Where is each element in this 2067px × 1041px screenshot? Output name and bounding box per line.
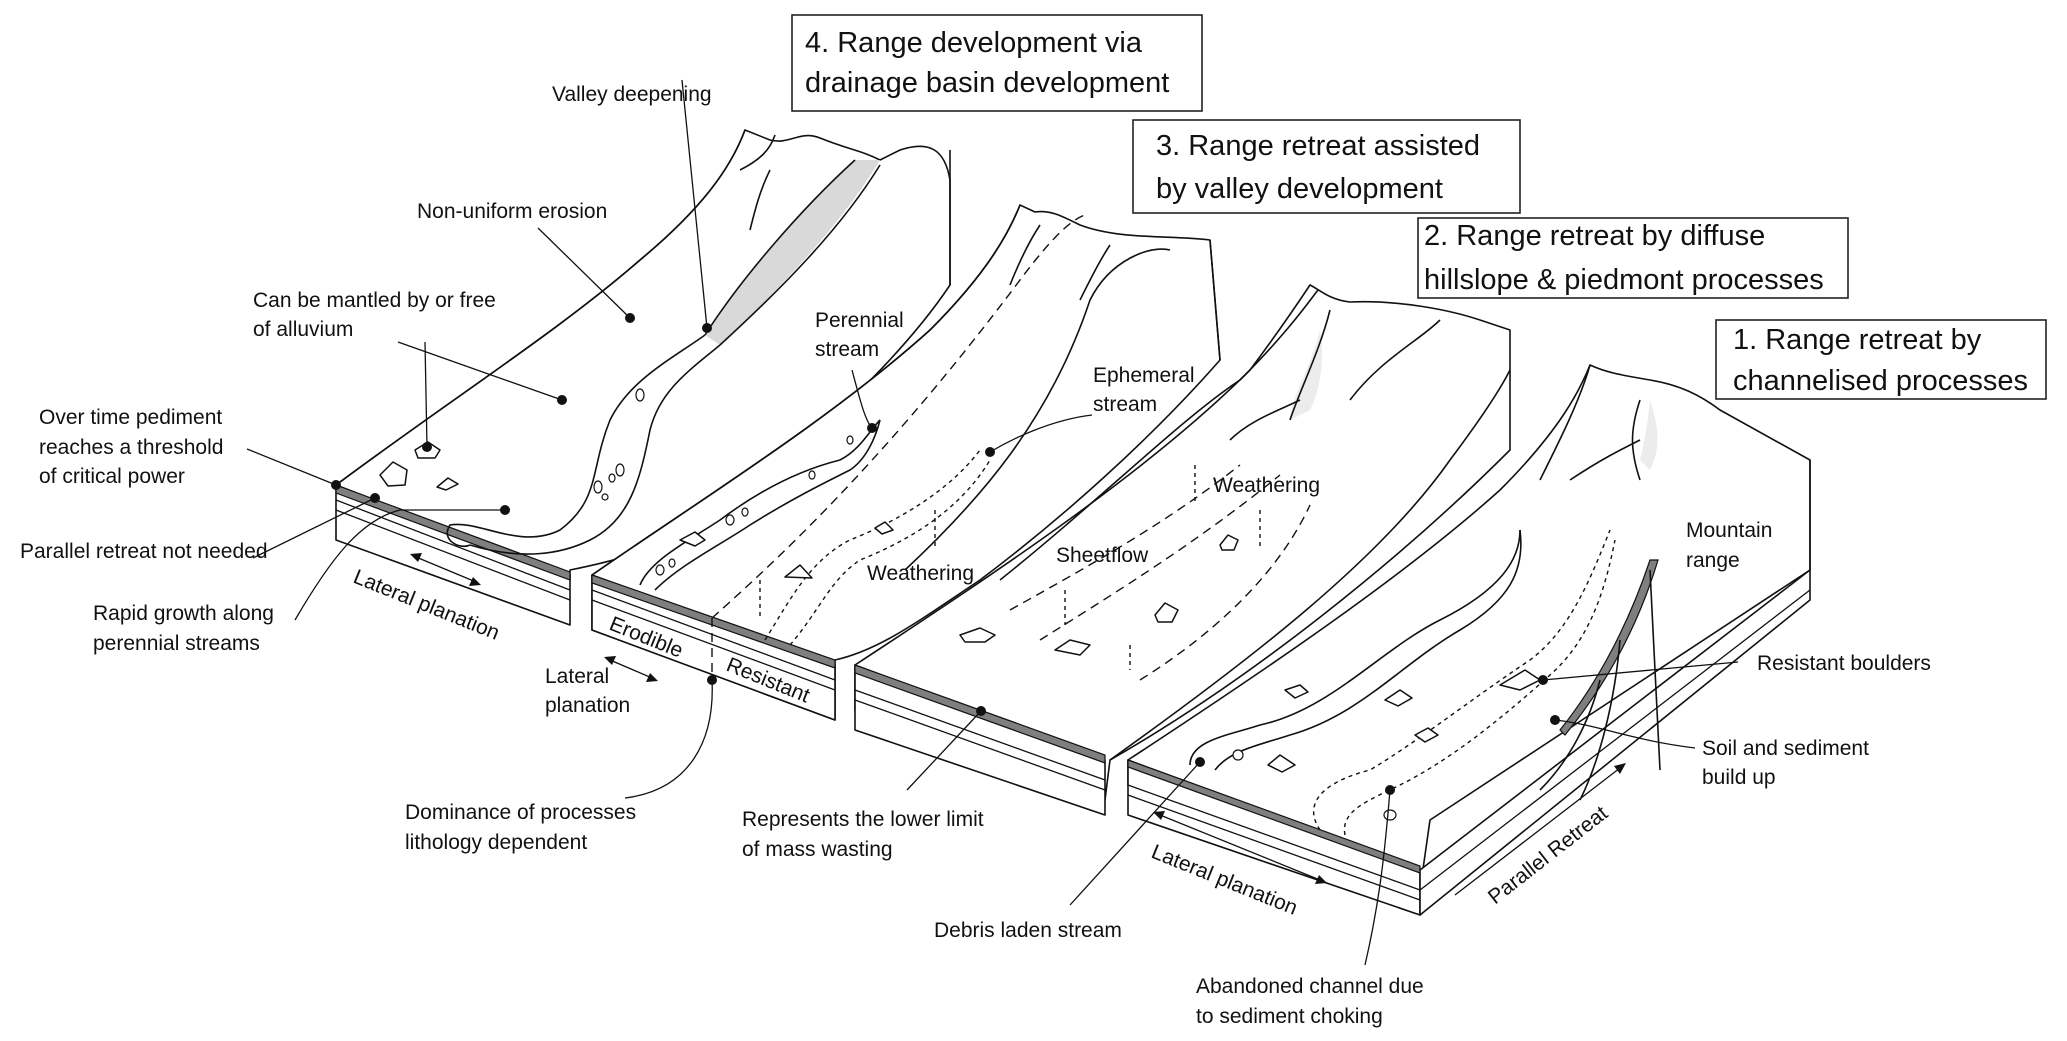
label-mantled-line1: Can be mantled by or free bbox=[253, 289, 496, 312]
label-threshold-line2: reaches a threshold bbox=[39, 436, 223, 459]
stage-4-sediment-band bbox=[335, 484, 571, 581]
stage-1-title-line1: 1. Range retreat by bbox=[1733, 324, 1982, 356]
stage-1-title: 1. Range retreat by channelised processe… bbox=[1715, 319, 2047, 400]
stage-2-title: 2. Range retreat by diffuse hillslope & … bbox=[1417, 217, 1849, 299]
stage-4-stream bbox=[446, 334, 706, 547]
stage-3-block bbox=[591, 204, 1221, 721]
label-dominance-line1: Dominance of processes bbox=[405, 801, 636, 824]
label-threshold-line1: Over time pediment bbox=[39, 406, 222, 429]
label-lower-limit-line1: Represents the lower limit bbox=[742, 808, 984, 831]
label-soil-line1: Soil and sediment bbox=[1702, 737, 1869, 760]
stage-2-surface bbox=[854, 284, 1511, 801]
label-lateral-planation-stage3-line1: Lateral bbox=[545, 665, 609, 688]
sheetflow-lines bbox=[1009, 464, 1241, 611]
stage-3-title: 3. Range retreat assisted by valley deve… bbox=[1132, 119, 1521, 214]
label-perennial-line2: stream bbox=[815, 338, 879, 361]
label-mantled-line2: of alluvium bbox=[253, 318, 353, 341]
label-abandoned-line2: to sediment choking bbox=[1196, 1005, 1383, 1028]
stage-4-title-line2: drainage basin development bbox=[805, 67, 1169, 99]
arrow-head bbox=[410, 553, 422, 562]
debris-laden-stream bbox=[1189, 529, 1521, 766]
label-lower-limit-line2: of mass wasting bbox=[742, 838, 893, 861]
arrow-head bbox=[469, 577, 481, 586]
stage-3-sediment-band bbox=[591, 574, 836, 669]
stage-3-title-line2: by valley development bbox=[1156, 173, 1443, 205]
stage-2-block bbox=[854, 284, 1511, 816]
stage-4-title-line1: 4. Range development via bbox=[805, 27, 1143, 59]
stage-1-block bbox=[1127, 364, 1811, 916]
label-resistant-boulders: Resistant boulders bbox=[1757, 652, 1931, 675]
stage-1-surface bbox=[1127, 364, 1811, 891]
label-ephemeral-line2: stream bbox=[1093, 393, 1157, 416]
label-mountain-line1: Mountain bbox=[1686, 519, 1772, 542]
label-perennial-line1: Perennial bbox=[815, 309, 904, 332]
stage-1-title-line2: channelised processes bbox=[1733, 365, 2028, 397]
perennial-stream bbox=[639, 419, 881, 586]
label-mountain-line2: range bbox=[1686, 549, 1740, 572]
stage-4-title: 4. Range development via drainage basin … bbox=[791, 14, 1203, 112]
label-non-uniform-erosion: Non-uniform erosion bbox=[417, 200, 607, 223]
label-threshold-line3: of critical power bbox=[39, 465, 185, 488]
label-lateral-planation-stage3-line2: planation bbox=[545, 694, 630, 717]
stage-2-title-line2: hillslope & piedmont processes bbox=[1424, 264, 1824, 296]
label-rapid-growth-line2: perennial streams bbox=[93, 632, 260, 655]
stage-3-title-line1: 3. Range retreat assisted bbox=[1156, 130, 1480, 162]
arrows bbox=[410, 553, 1626, 896]
label-dominance-line2: lithology dependent bbox=[405, 831, 587, 854]
label-debris-laden-stream: Debris laden stream bbox=[934, 919, 1122, 942]
label-valley-deepening: Valley deepening bbox=[552, 83, 712, 106]
label-sheetflow: Sheetflow bbox=[1056, 544, 1149, 567]
label-soil-line2: build up bbox=[1702, 766, 1776, 789]
label-ephemeral-line1: Ephemeral bbox=[1093, 364, 1195, 387]
label-rapid-growth-line1: Rapid growth along bbox=[93, 602, 274, 625]
stage-1-sediment-band bbox=[1127, 759, 1421, 874]
label-parallel-retreat-not-needed: Parallel retreat not needed bbox=[20, 540, 268, 563]
retreat-scarp-band bbox=[1559, 559, 1659, 736]
valley-shade bbox=[705, 160, 880, 345]
label-weathering-stage3: Weathering bbox=[867, 562, 974, 585]
label-weathering-stage2: Weathering bbox=[1213, 474, 1320, 497]
label-abandoned-line1: Abandoned channel due bbox=[1196, 975, 1424, 998]
abandoned-channel bbox=[1313, 529, 1611, 831]
leader-lines bbox=[246, 79, 1739, 966]
stage-2-title-line1: 2. Range retreat by diffuse bbox=[1424, 220, 1765, 252]
